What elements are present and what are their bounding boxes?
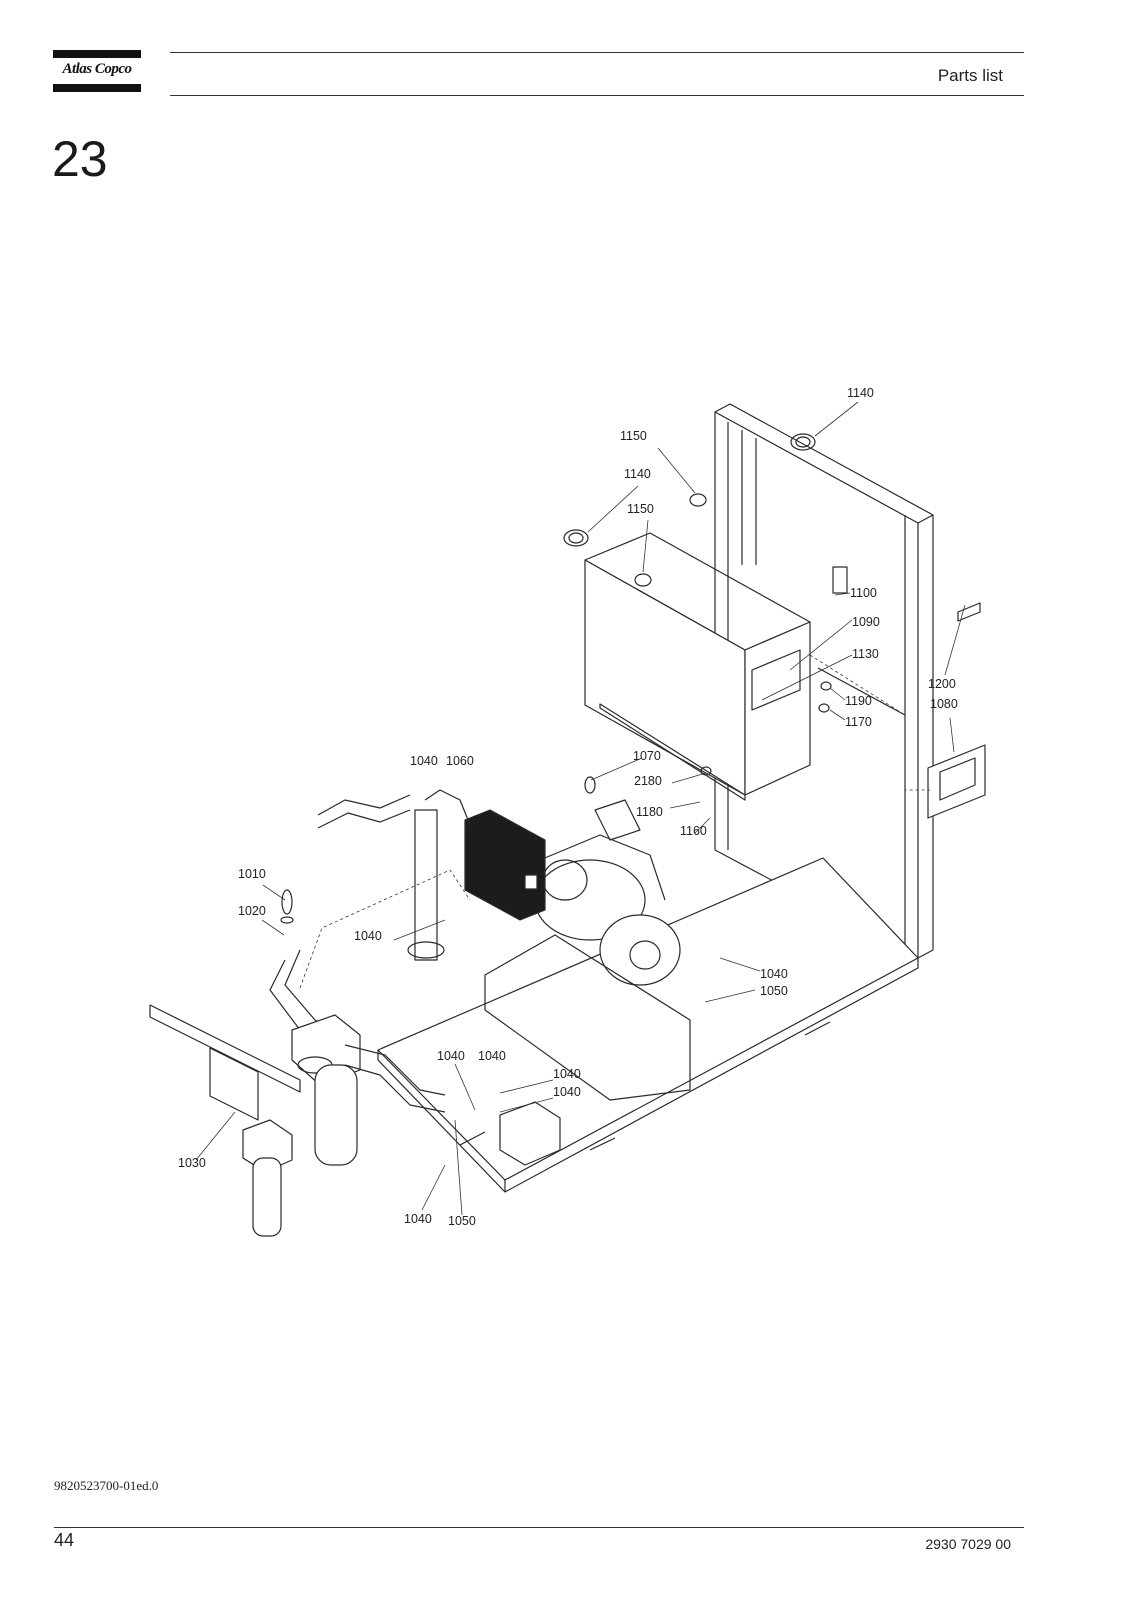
- callout-1130: 1130: [852, 647, 879, 661]
- callout-1020: 1020: [238, 904, 266, 918]
- drawing-linework: [149, 403, 986, 1237]
- callout-1160: 1160: [680, 824, 707, 838]
- callout-1140-box: 1140: [624, 467, 651, 481]
- logo-bar-bottom: [53, 84, 141, 92]
- callout-1200: 1200: [928, 677, 956, 691]
- logo-wordmark: Atlas Copco: [62, 61, 132, 77]
- callout-1090: 1090: [852, 615, 880, 629]
- callout-1040-manifold-a: 1040: [553, 1067, 581, 1081]
- callout-leaders: [195, 401, 966, 1216]
- callout-1050-right: 1050: [760, 984, 788, 998]
- callout-1100: 1100: [850, 586, 877, 600]
- callout-1070: 1070: [633, 749, 661, 763]
- atlas-copco-logo: Atlas Copco: [53, 50, 141, 94]
- part-number: 2930 7029 00: [925, 1536, 1011, 1552]
- callout-1050-bottom: 1050: [448, 1214, 476, 1228]
- callout-1010: 1010: [238, 867, 266, 881]
- callout-1140-top: 1140: [847, 386, 874, 400]
- logo-bar-top: [53, 50, 141, 58]
- callout-1040-manifold-b: 1040: [553, 1085, 581, 1099]
- callout-1040-right: 1040: [760, 967, 788, 981]
- header-rule-top: [170, 52, 1024, 53]
- callout-1040-mid-a: 1040: [437, 1049, 465, 1063]
- section-number: 23: [52, 131, 108, 187]
- callout-1060: 1060: [446, 754, 474, 768]
- footer-rule: [54, 1527, 1024, 1528]
- document-id: 9820523700-01ed.0: [54, 1478, 159, 1493]
- section-label: Parts list: [937, 66, 1003, 85]
- page-number: 44: [54, 1530, 75, 1550]
- callout-1040-mid-b: 1040: [478, 1049, 506, 1063]
- callout-1040-left: 1040: [354, 929, 382, 943]
- callout-1040-bottom: 1040: [404, 1212, 432, 1226]
- callout-1190: 1190: [845, 694, 872, 708]
- callout-1150-box: 1150: [627, 502, 654, 516]
- callout-1180: 1180: [636, 805, 663, 819]
- callout-1170: 1170: [845, 715, 872, 729]
- callout-1040-top: 1040: [410, 754, 438, 768]
- callout-labels: 1140 1150 1140 1150 1100 1090 1130 1200 …: [178, 386, 958, 1228]
- callout-1080: 1080: [930, 697, 958, 711]
- callout-1150-top: 1150: [620, 429, 647, 443]
- callout-2180: 2180: [634, 774, 662, 788]
- exploded-parts-drawing: 1140 1150 1140 1150 1100 1090 1130 1200 …: [149, 386, 986, 1237]
- callout-1030: 1030: [178, 1156, 206, 1170]
- header-rule-bottom: [170, 95, 1024, 96]
